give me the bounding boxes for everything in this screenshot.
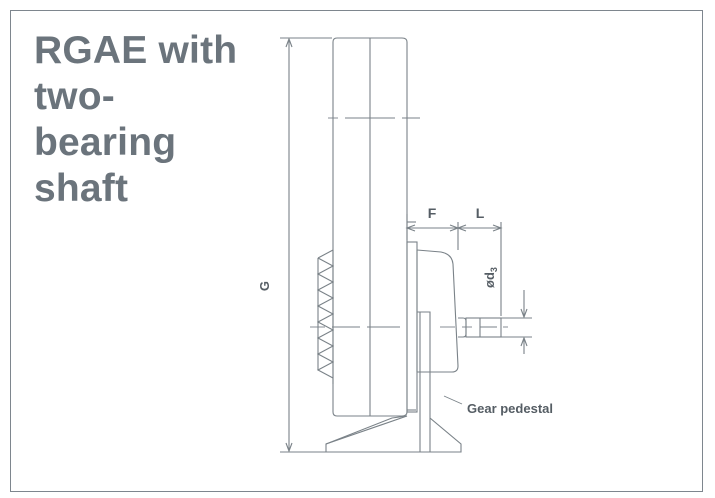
label-d3-sub: 3 — [489, 267, 499, 272]
gear-pedestal — [325, 311, 463, 453]
output-shaft — [440, 317, 508, 338]
label-l: L — [476, 205, 485, 221]
dimension-d3 — [501, 290, 532, 354]
dimension-f-l — [405, 214, 503, 316]
title-line-1: RGAE with — [34, 29, 238, 72]
title-line-4: shaft — [34, 167, 129, 210]
label-d3-prefix: ød — [482, 272, 497, 288]
cooling-fins — [310, 249, 400, 384]
label-gear-pedestal: Gear pedestal — [467, 401, 553, 416]
motor-housing — [328, 37, 420, 417]
figure-frame — [10, 10, 703, 492]
page-title: RGAE with two- bearing shaft — [34, 28, 254, 212]
gear-flange — [406, 241, 459, 413]
label-f: F — [428, 205, 437, 221]
title-line-3: bearing — [34, 121, 177, 164]
dimension-g — [280, 37, 332, 453]
title-line-2: two- — [34, 75, 115, 118]
label-g: G — [257, 281, 272, 291]
label-d3: ød3 — [482, 267, 499, 288]
